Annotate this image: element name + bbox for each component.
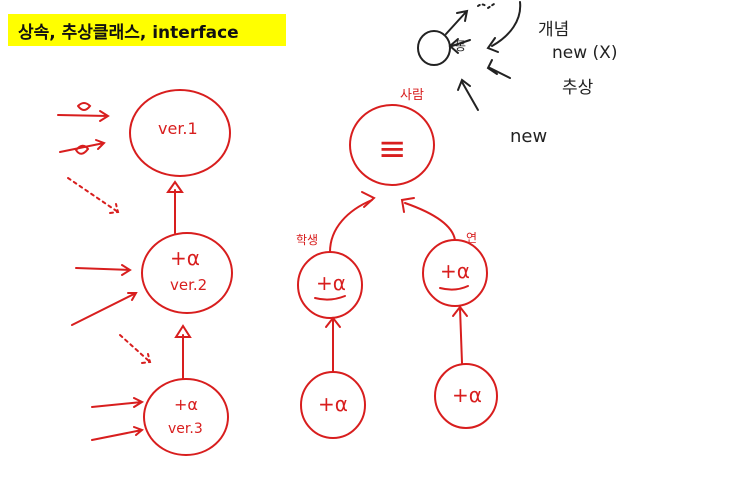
label-ver2: ver.2	[170, 276, 207, 294]
node-ver3	[143, 378, 229, 456]
label-ver1: ver.1	[158, 119, 198, 138]
label-new: new	[510, 126, 547, 147]
arrow-into-node-2	[457, 78, 479, 111]
arrow-into-node-3	[486, 59, 511, 79]
label-right-alpha: +α	[440, 259, 470, 283]
node-ver2	[141, 232, 233, 314]
node-person	[349, 104, 435, 186]
label-right-tag: 연	[466, 231, 477, 245]
edge-rightchild-person	[404, 202, 456, 241]
scribble-student	[314, 295, 346, 301]
label-person: 사람	[400, 88, 424, 103]
label-ver3-alpha: +α	[174, 395, 198, 414]
label-student-tag: 학생	[296, 233, 318, 247]
scribble-loop-2	[75, 144, 90, 155]
arrowhead-ver2	[174, 324, 192, 338]
node-right-leaf	[434, 363, 498, 429]
edge-student-person	[329, 199, 373, 253]
edge-rightleaf-rightchild	[459, 307, 463, 364]
label-right-leaf: +α	[452, 383, 482, 407]
label-ver2-alpha: +α	[170, 246, 200, 270]
label-abstract: 추상	[562, 78, 594, 98]
label-ver3: ver.3	[168, 421, 203, 437]
label-student-alpha: +α	[316, 271, 346, 295]
scribble-right-child	[439, 285, 469, 291]
label-concept: 개념	[538, 20, 569, 40]
label-node-dong: 동	[455, 39, 466, 53]
arrowhead-ver1	[166, 180, 184, 193]
node-ver1	[129, 89, 231, 177]
label-person-root: ≡	[378, 129, 407, 169]
curve-arrow-down	[486, 1, 522, 53]
label-left-leaf: +α	[318, 392, 348, 416]
page-title: 상속, 추상클래스, interface	[8, 14, 286, 46]
scribble-loop-1	[77, 102, 92, 111]
node-abstract	[417, 30, 451, 66]
scribble-top	[477, 3, 495, 9]
arrow-abstract-up	[445, 9, 469, 35]
arrowhead-student	[325, 316, 341, 328]
arrowhead-right-child	[452, 305, 468, 317]
arrowhead-person-left	[361, 191, 376, 208]
incoming-arrows	[57, 110, 152, 441]
label-new-not: new (X)	[552, 43, 617, 63]
arrowhead-person-right	[400, 197, 415, 213]
arrow-into-node-1	[448, 38, 471, 54]
